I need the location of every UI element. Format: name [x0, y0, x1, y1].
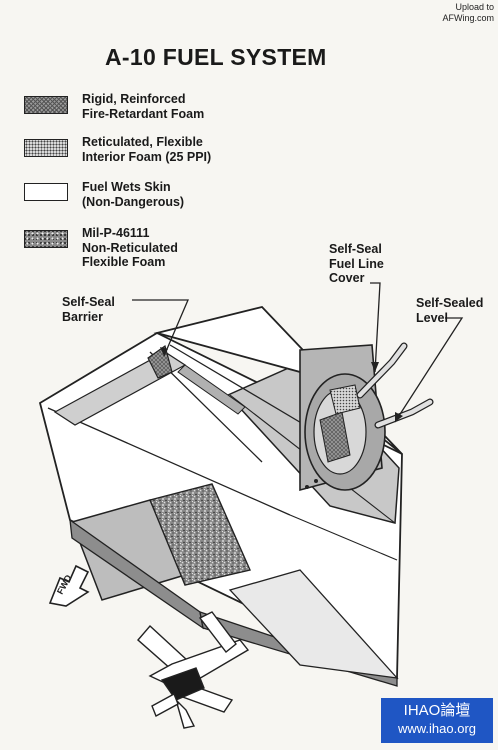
upload-line-1: Upload to — [455, 2, 494, 12]
rigid-foam-barrier — [147, 345, 173, 379]
fuel-lines — [356, 342, 434, 429]
legend-swatch-reticulated — [24, 139, 68, 157]
legend-label-rigid: Rigid, Reinforced Fire-Retardant Foam — [82, 92, 205, 121]
diagram-title: A-10 FUEL SYSTEM — [105, 44, 327, 70]
fwd-arrow: FWD — [48, 564, 90, 607]
watermark-line-2: www.ihao.org — [397, 721, 477, 736]
aircraft-planform — [137, 611, 250, 729]
legend-swatch-non-reticulated — [24, 230, 68, 248]
callout-leaders — [132, 282, 464, 423]
non-reticulated-foam-panel — [149, 483, 251, 586]
legend-label-reticulated: Reticulated, Flexible Interior Foam (25 … — [82, 135, 212, 164]
legend-swatch-rigid — [24, 96, 68, 114]
legend-label-fuel-wets-skin: Fuel Wets Skin (Non-Dangerous) — [82, 180, 185, 209]
watermark-badge: IHAO論壇 www.ihao.org — [381, 698, 493, 743]
fuselage-fuel-cell — [299, 344, 386, 492]
upload-credit: Upload to AFWing.com — [442, 2, 494, 24]
callout-self-sealed-level: Self-Sealed Level — [416, 296, 484, 325]
callout-self-seal-barrier: Self-Seal Barrier — [62, 295, 115, 324]
upload-line-2: AFWing.com — [442, 13, 494, 23]
watermark-line-1: IHAO論壇 — [403, 702, 471, 719]
legend-label-non-reticulated: Mil-P-46111 Non-Reticulated Flexible Foa… — [82, 226, 178, 269]
callout-fuel-line-cover: Self-Seal Fuel Line Cover — [329, 242, 384, 285]
legend-swatch-blank — [24, 183, 68, 201]
